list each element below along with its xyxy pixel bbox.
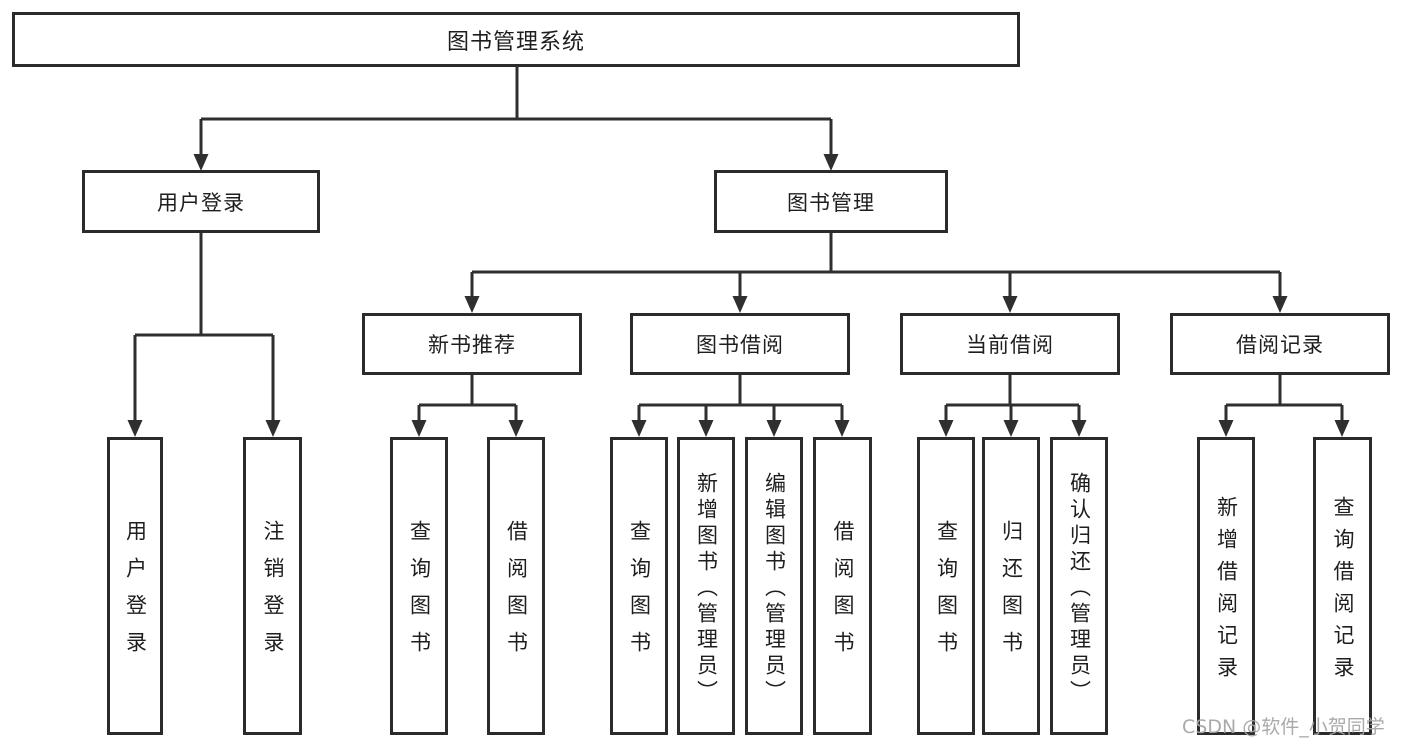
leaf-logout: 注销登录 xyxy=(243,437,302,735)
node-label: 图书借阅 xyxy=(696,333,784,357)
node-user-login: 用户登录 xyxy=(82,170,320,233)
leaf-add-borrow-record: 新增借阅记录 xyxy=(1197,437,1255,735)
leaf-label: 查询图书 xyxy=(627,520,652,668)
leaf-query-borrow-record: 查询借阅记录 xyxy=(1313,437,1372,735)
leaf-user-login: 用户登录 xyxy=(107,437,163,735)
csdn-watermark: CSDN @软件_小贺同学 xyxy=(1182,716,1385,738)
leaf-borrow-books: 借阅图书 xyxy=(813,437,872,735)
leaf-label: 注销登录 xyxy=(261,520,285,668)
node-label: 当前借阅 xyxy=(966,333,1054,357)
arrowheads xyxy=(127,154,1350,437)
leaf-label: 归还图书 xyxy=(999,520,1024,668)
node-current-borrowing: 当前借阅 xyxy=(900,313,1120,375)
leaf-label: 确认归还（管理员） xyxy=(1067,471,1092,706)
leaf-label: 新增借阅记录 xyxy=(1214,495,1239,688)
node-label: 图书管理系统 xyxy=(446,29,585,55)
leaf-return-books: 归还图书 xyxy=(982,437,1040,735)
node-new-book-recommendation: 新书推荐 xyxy=(362,313,582,375)
leaf-add-books-admin: 新增图书（管理员） xyxy=(677,437,735,735)
node-label: 借阅记录 xyxy=(1236,333,1324,357)
leaf-edit-books-admin: 编辑图书（管理员） xyxy=(745,437,803,735)
leaf-label: 查询借阅记录 xyxy=(1331,495,1355,688)
node-label: 图书管理 xyxy=(787,190,875,215)
node-book-management: 图书管理 xyxy=(714,170,948,233)
leaf-query-books-recommend: 查询图书 xyxy=(390,437,448,735)
node-label: 用户登录 xyxy=(157,190,245,215)
leaf-query-books-current: 查询图书 xyxy=(917,437,975,735)
leaf-label: 借阅图书 xyxy=(831,520,855,668)
leaf-query-books-borrow: 查询图书 xyxy=(610,437,668,735)
leaf-label: 查询图书 xyxy=(934,520,959,668)
leaf-label: 新增图书（管理员） xyxy=(694,471,719,706)
leaf-label: 查询图书 xyxy=(407,520,432,668)
leaf-label: 编辑图书（管理员） xyxy=(762,471,787,706)
node-library-management-system: 图书管理系统 xyxy=(12,12,1020,67)
node-book-borrowing: 图书借阅 xyxy=(630,313,850,375)
node-label: 新书推荐 xyxy=(428,333,516,357)
leaf-label: 借阅图书 xyxy=(504,520,529,668)
leaf-confirm-return-admin: 确认归还（管理员） xyxy=(1050,437,1108,735)
leaf-label: 用户登录 xyxy=(123,520,148,668)
leaf-borrow-books-recommend: 借阅图书 xyxy=(487,437,545,735)
node-borrowing-records: 借阅记录 xyxy=(1170,313,1390,375)
